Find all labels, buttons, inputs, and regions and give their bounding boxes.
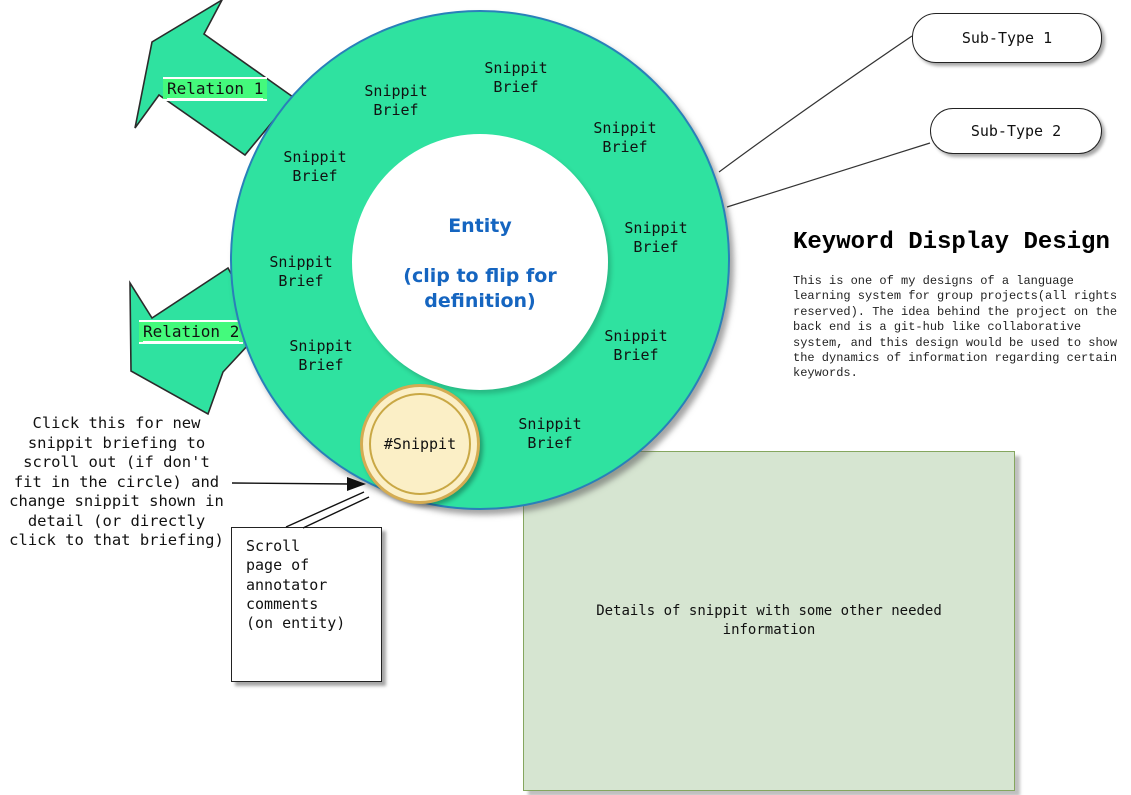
subtype-2-label: Sub-Type 2 [970, 122, 1062, 140]
snippit-badge-inner-ring [369, 393, 471, 495]
scroll-comments-note-box: Scroll page of annotator comments (on en… [231, 527, 382, 682]
snippit-brief-label-5[interactable]: Snippit Brief [624, 219, 688, 256]
scroll-comments-note-text: Scroll page of annotator comments (on en… [246, 537, 346, 633]
click-note-arrowhead-icon [347, 477, 366, 491]
design-title: Keyword Display Design [793, 229, 1110, 256]
click-note-arrow-line [231, 482, 351, 485]
entity-label[interactable]: Entity (clip to flip for definition) [403, 215, 557, 312]
snippit-badge-label: #Snippit [383, 435, 457, 453]
snippit-brief-label-7[interactable]: Snippit Brief [604, 327, 668, 364]
subtype-1-pill[interactable]: Sub-Type 1 [912, 13, 1102, 63]
details-panel-text: Details of snippit with some other neede… [596, 603, 942, 638]
subtype-1-connector-line [718, 35, 913, 173]
details-panel: Details of snippit with some other neede… [523, 451, 1015, 791]
entity-circle[interactable] [352, 134, 608, 390]
snippit-brief-label-4[interactable]: Snippit Brief [283, 148, 347, 185]
snippit-brief-label-3[interactable]: Snippit Brief [593, 119, 657, 156]
snippit-brief-label-9[interactable]: Snippit Brief [518, 415, 582, 452]
scroll-note-callout-line-1 [285, 491, 365, 528]
subtype-2-pill[interactable]: Sub-Type 2 [930, 108, 1102, 154]
snippit-brief-label-1[interactable]: Snippit Brief [484, 59, 548, 96]
keyword-ring [230, 10, 730, 510]
snippit-badge[interactable]: #Snippit [360, 384, 480, 504]
snippit-brief-label-8[interactable]: Snippit Brief [289, 337, 353, 374]
snippit-brief-label-2[interactable]: Snippit Brief [364, 82, 428, 119]
scroll-note-callout-line-2 [302, 496, 370, 529]
subtype-2-connector-line [726, 142, 931, 208]
snippit-brief-label-6[interactable]: Snippit Brief [269, 253, 333, 290]
relation-2-label[interactable]: Relation 2 [139, 320, 244, 344]
relation-1-label[interactable]: Relation 1 [163, 77, 268, 101]
design-description: This is one of my designs of a language … [793, 274, 1118, 381]
click-instruction-note: Click this for new snippit briefing to s… [9, 414, 224, 549]
subtype-1-label: Sub-Type 1 [961, 29, 1053, 47]
